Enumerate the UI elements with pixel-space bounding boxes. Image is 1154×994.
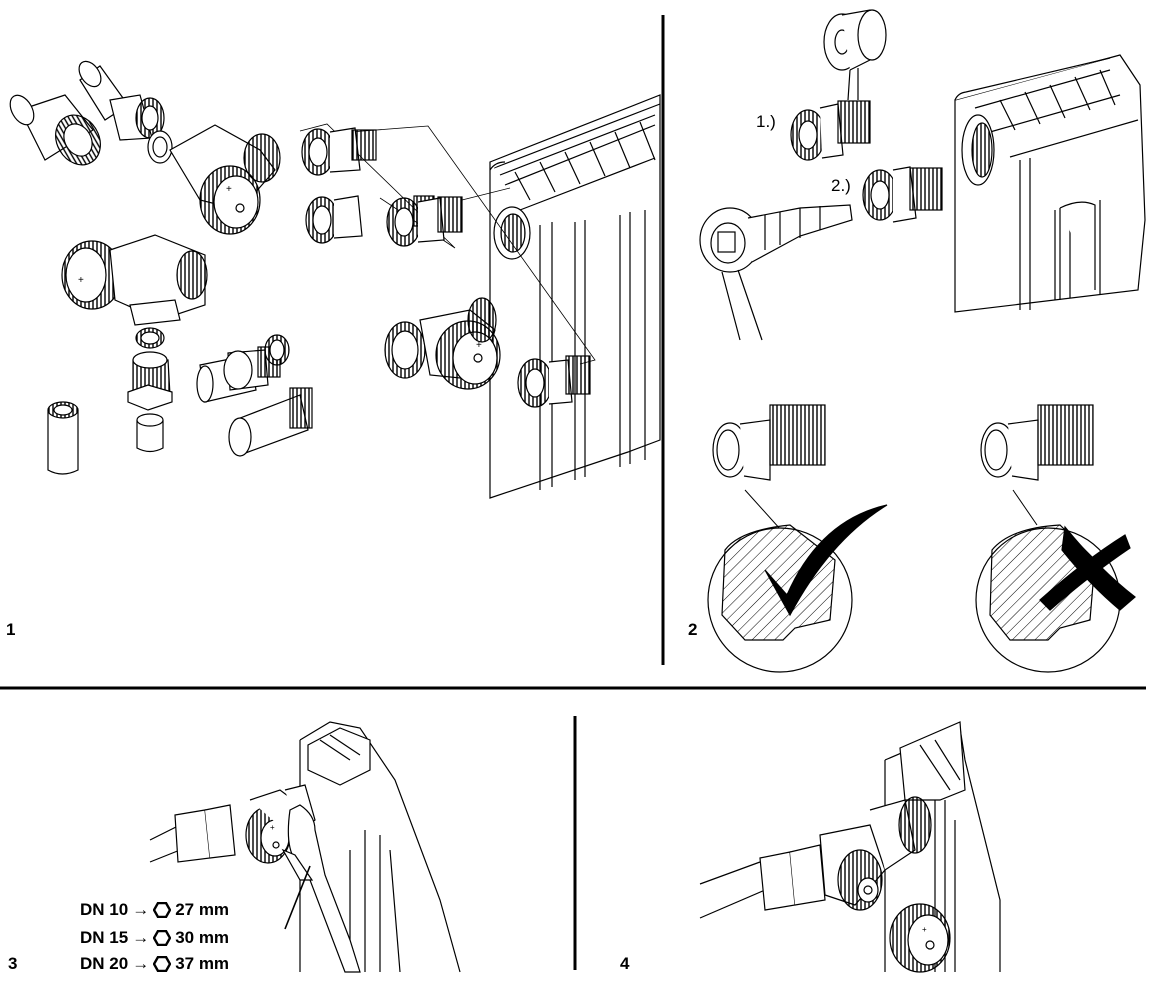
pipe-vertical-1 — [47, 401, 79, 475]
thermostatic-valve-angle: + — [169, 124, 281, 235]
svg-text:+: + — [226, 184, 232, 195]
svg-text:+: + — [270, 823, 275, 832]
pipe-threaded-2 — [228, 387, 313, 457]
arrow-icon: → — [132, 900, 150, 919]
step-label-2: 2.) — [831, 176, 851, 195]
pipe-threaded-1 — [9, 94, 101, 166]
handwheel-removed: + — [889, 903, 951, 973]
protective-cap — [823, 9, 887, 101]
wrench-size-row: DN 10 → 27 mm — [80, 900, 229, 920]
svg-text:+: + — [78, 275, 84, 286]
fitting-correct — [712, 404, 826, 541]
valve-insert-key — [699, 204, 853, 341]
radiator-4 — [884, 721, 1001, 972]
union-nut-1 — [301, 127, 377, 176]
panel-1-illustration: + + — [9, 60, 661, 499]
thermostatic-valve-straight: + — [61, 234, 208, 326]
hexagon-icon — [153, 956, 172, 972]
valve-assembly-4 — [699, 796, 932, 919]
nominal-diameter: DN 15 — [80, 928, 129, 947]
panel-number-2: 2 — [688, 620, 698, 639]
svg-text:+: + — [922, 925, 927, 934]
panel-4-illustration: + — [699, 721, 1001, 973]
wrench-size: 27 mm — [175, 900, 230, 919]
checkmark-icon — [764, 504, 888, 617]
wrench-size-row: DN 20 → 37 mm — [80, 954, 229, 974]
panel-number-4: 4 — [620, 954, 630, 973]
svg-text:+: + — [476, 340, 482, 351]
panel-number-1: 1 — [6, 620, 16, 639]
wrench-size: 37 mm — [175, 954, 230, 973]
panel-2-illustration — [699, 9, 1146, 673]
hexagon-icon — [153, 930, 172, 946]
reducer-nipple — [127, 351, 173, 411]
union-nut-2 — [305, 195, 463, 247]
step-label-1: 1.) — [756, 112, 776, 131]
wrench-size: 30 mm — [175, 928, 230, 947]
thermostatic-valve-lower: + — [384, 297, 501, 390]
wrench-size-row: DN 15 → 30 mm — [80, 928, 229, 948]
panel-number-3: 3 — [8, 954, 18, 973]
hexagon-icon — [153, 902, 172, 918]
union-nut-step-1 — [790, 100, 871, 161]
union-nut-step-2 — [862, 166, 943, 223]
radiator-2 — [954, 54, 1146, 313]
cross-icon — [1039, 525, 1136, 611]
nominal-diameter: DN 10 — [80, 900, 129, 919]
arrow-icon: → — [132, 954, 150, 973]
union-nut-3 — [517, 355, 591, 408]
pipe-vertical-2 — [136, 413, 164, 453]
nominal-diameter: DN 20 — [80, 954, 129, 973]
panel-3-illustration: + — [149, 721, 461, 973]
pipe-with-fitting — [78, 60, 173, 164]
arrow-icon: → — [132, 928, 150, 947]
fitting-incorrect — [980, 404, 1094, 526]
valve-assembly-3: + — [149, 784, 316, 864]
radiator-3 — [299, 721, 461, 973]
open-end-wrench — [281, 804, 361, 973]
callout-line-wrench — [284, 865, 311, 930]
